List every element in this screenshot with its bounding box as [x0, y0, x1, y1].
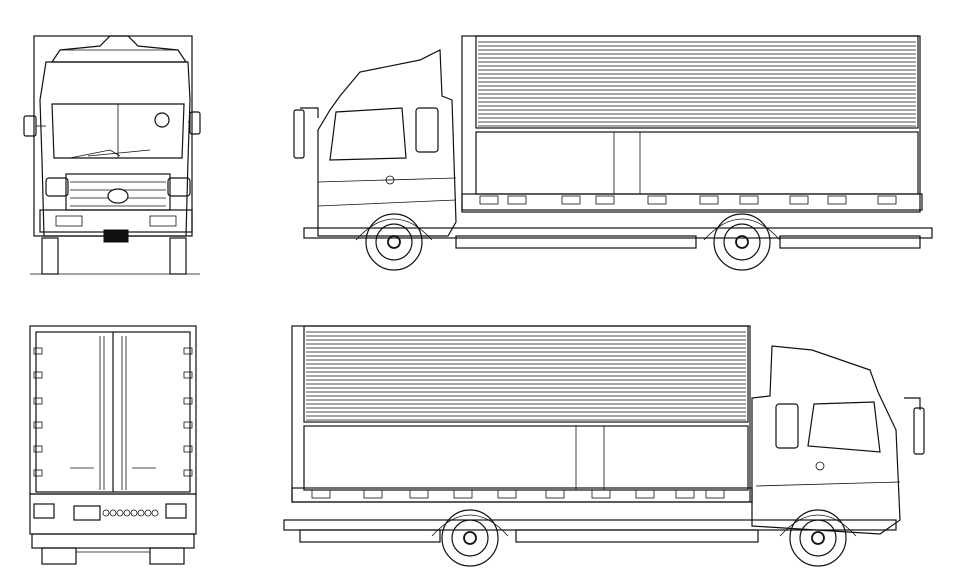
rear-view: [29, 325, 197, 565]
front-view: [23, 35, 201, 275]
left-side-view: [293, 35, 933, 271]
right-side-view: [283, 325, 925, 567]
